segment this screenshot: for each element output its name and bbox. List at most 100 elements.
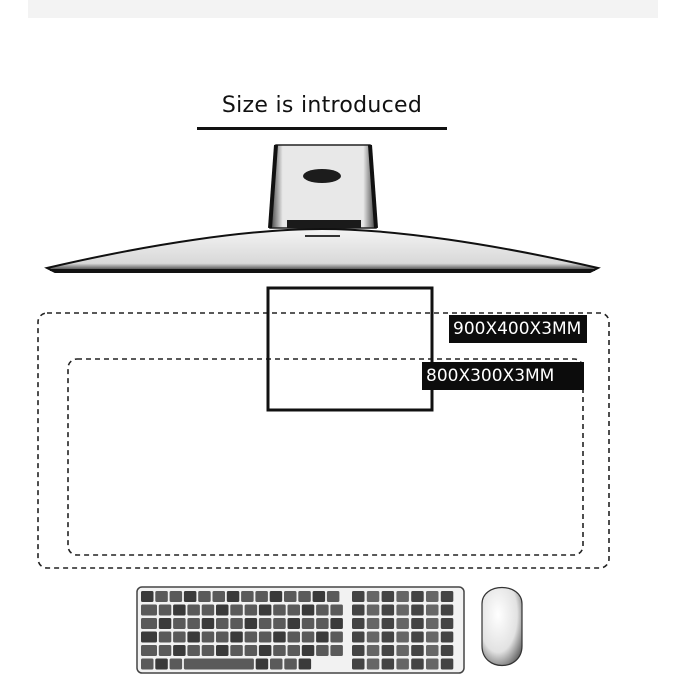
keyboard-key [287,645,300,656]
keyboard-key [312,591,326,602]
keyboard-key [141,658,154,670]
keyboard-key [158,618,172,629]
keyboard-key [440,604,454,616]
keyboard-key [244,618,258,629]
keyboard-key [158,631,172,643]
keyboard-key [381,631,395,643]
keyboard-key [411,645,424,656]
keyboard-key [141,604,157,616]
title-underline [197,127,447,130]
keyboard-key [301,618,315,629]
keyboard-key [366,658,380,670]
keyboard-key [212,591,225,602]
diagram-title: Size is introduced [221,93,423,118]
keyboard-key [270,658,283,670]
keyboard-key [158,604,172,616]
keyboard-key [258,645,272,656]
keyboard-key [298,591,311,602]
keyboard-key [198,591,211,602]
keyboard-key [352,591,365,602]
keyboard-key [426,645,439,656]
keyboard-key [155,658,168,670]
keyboard-key [169,591,183,602]
keyboard-key [226,591,240,602]
keyboard-key [287,631,300,643]
keyboard-key [173,645,186,656]
keyboard-key [187,631,200,643]
keyboard-key [273,604,286,616]
mouse-icon [481,586,523,667]
keyboard-key [366,604,380,616]
keyboard-key [440,631,454,643]
keyboard-key [426,631,439,643]
keyboard-key [258,618,272,629]
keyboard-key [316,645,329,656]
keyboard-key [230,631,243,643]
keyboard-key [381,645,395,656]
keyboard-key [440,618,454,629]
keyboard-key [381,658,395,670]
keyboard-key [201,645,215,656]
keyboard-key [273,645,286,656]
keyboard-key [440,658,454,670]
keyboard-key [326,591,340,602]
keyboard-key [426,618,439,629]
keyboard-key [155,591,168,602]
keyboard-key [381,604,395,616]
keyboard-key [269,591,283,602]
keyboard-key [330,604,343,616]
keyboard-key [187,604,200,616]
keyboard-key [187,645,200,656]
keyboard-key [440,645,454,656]
keyboard-key [284,591,297,602]
keyboard-key [411,658,424,670]
keyboard-key [316,604,329,616]
keyboard-key [141,618,157,629]
keyboard-key [396,658,409,670]
reference-square [266,286,434,412]
keyboard-key [440,591,454,602]
keyboard-key [396,618,409,629]
keyboard-key [316,631,329,643]
keyboard-key [396,591,409,602]
keyboard-key [396,631,409,643]
keyboard-key [287,604,300,616]
keyboard-key [426,604,439,616]
keyboard-key [366,645,380,656]
keyboard-key [411,631,424,643]
keyboard-key [273,631,286,643]
monitor-icon [44,144,601,273]
keyboard-key [201,604,215,616]
keyboard-key [173,631,186,643]
keyboard-key [301,645,315,656]
keyboard-key [244,645,258,656]
keyboard-key [258,631,272,643]
keyboard-key [298,658,312,670]
keyboard-key [301,631,315,643]
keyboard-key [187,618,200,629]
keyboard-key [366,618,380,629]
keyboard-key [287,618,300,629]
keyboard-key [173,618,186,629]
keyboard-key [173,604,186,616]
keyboard-key [352,658,365,670]
keyboard-key [169,658,183,670]
keyboard-key [244,604,258,616]
keyboard-key [301,604,315,616]
keyboard-key [316,618,329,629]
keyboard-key [284,658,297,670]
keyboard-key [141,645,157,656]
keyboard-key [381,618,395,629]
keyboard-key [352,645,365,656]
keyboard-key [230,618,243,629]
top-strip [28,0,658,18]
keyboard-key [352,618,365,629]
keyboard-key [411,618,424,629]
keyboard-key [258,604,272,616]
keyboard-key [241,591,254,602]
keyboard-key [426,591,439,602]
keyboard-key [141,631,157,643]
keyboard-key [381,591,395,602]
keyboard-key [141,591,154,602]
